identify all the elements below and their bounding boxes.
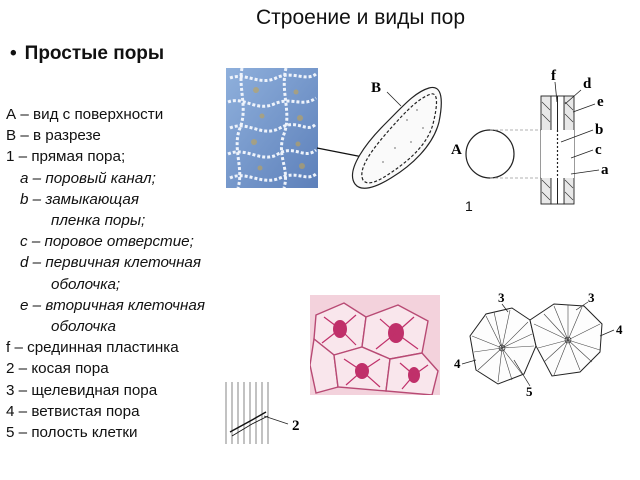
oblique-pore — [229, 411, 267, 433]
legend-item: 2 – косая пора — [6, 360, 109, 378]
label-f: f — [551, 68, 557, 84]
page-title: Строение и виды пор — [256, 6, 466, 29]
legend-item: пленка поры; — [51, 212, 146, 230]
label-d: d — [583, 76, 592, 92]
legend-item: d – первичная клеточная — [20, 254, 201, 272]
label-3-right: 3 — [588, 290, 595, 305]
label-a: a — [601, 162, 609, 178]
label-5: 5 — [526, 384, 533, 399]
label-2: 2 — [292, 418, 300, 434]
section-heading-text: Простые поры — [24, 43, 165, 64]
legend-item: 1 – прямая пора; — [6, 148, 126, 166]
pore-face-view — [465, 129, 515, 179]
label-c: c — [595, 142, 602, 158]
legend-item: 4 – ветвистая пора — [6, 402, 140, 420]
section-heading: • Простые поры — [10, 43, 164, 65]
label-e: e — [597, 94, 604, 110]
oblique-pore-diagram: 2 — [225, 382, 300, 444]
legend-item: f – срединная пластинка — [6, 339, 179, 357]
label-3-left: 3 — [498, 290, 505, 305]
legend-item: оболочка; — [51, 275, 121, 293]
legend-item: 3 – щелевидная пора — [6, 381, 158, 399]
legend-list: А – вид с поверхности В – в разрезе 1 – … — [6, 104, 205, 443]
label-4-right: 4 — [616, 322, 623, 337]
figure-number-1: 1 — [465, 198, 473, 214]
surface-micrograph — [226, 68, 318, 188]
legend-item: a – поровый канал; — [20, 169, 156, 187]
label-B: B — [371, 80, 381, 96]
label-b: b — [595, 122, 603, 138]
branched-pore-micrograph — [310, 295, 440, 395]
legend-item: e – вторичная клеточная — [20, 296, 205, 314]
legend-item: А – вид с поверхности — [6, 106, 164, 123]
legend-item: 5 – полость клетки — [6, 424, 138, 442]
label-A: A — [451, 142, 462, 158]
wall-section — [540, 95, 575, 205]
cell-outline — [352, 86, 442, 189]
bullet-icon: • — [10, 43, 17, 64]
stone-cells-diagram: 3 3 4 4 5 — [454, 290, 623, 399]
label-4-left: 4 — [454, 356, 461, 371]
pore-diagram: B A f d e b c a — [316, 68, 609, 205]
legend-item: В – в разрезе — [6, 127, 101, 145]
legend-item: b – замыкающая — [20, 190, 139, 208]
legend-item: c – поровое отверстие; — [20, 233, 194, 251]
legend-item: оболочка — [51, 318, 116, 336]
